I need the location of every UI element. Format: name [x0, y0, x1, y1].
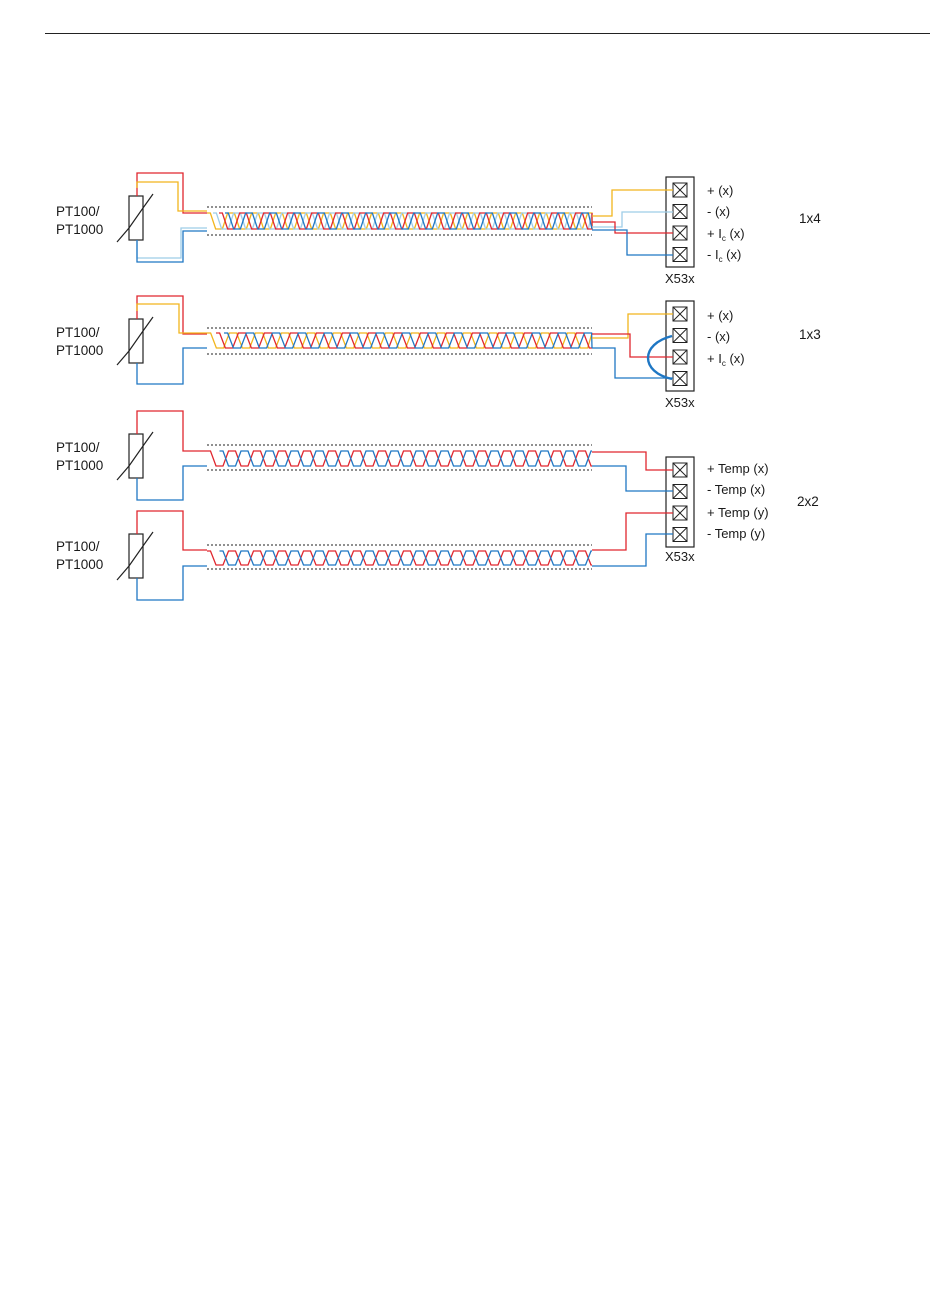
sensor-label-3b: PT100/ PT1000 — [56, 538, 103, 574]
pair-2-red — [216, 333, 592, 348]
sensor-label-3a-line2: PT1000 — [56, 457, 103, 475]
wire-3b-blue-sensor — [137, 566, 207, 600]
terminal-label-1-3: + Ic (x) — [707, 226, 745, 247]
wire-1-red-sensor — [137, 173, 207, 213]
wiring-diagram — [0, 0, 950, 700]
terminal-label-3-2: - Temp (x) — [707, 482, 765, 498]
terminal-label-3-3: + Temp (y) — [707, 505, 769, 521]
wire-3b-red-sensor — [137, 511, 207, 550]
wire-1-blue-term — [592, 230, 673, 255]
wire-1-lightblue-term — [592, 212, 673, 227]
terminal-label-1-2: - (x) — [707, 204, 730, 225]
terminal-block-label-2: X53x — [665, 395, 695, 410]
wire-1-lightblue-sensor — [137, 228, 207, 258]
terminal-block-label-3: X53x — [665, 549, 695, 564]
terminal-label-2-1: + (x) — [707, 308, 733, 329]
terminal-block-label-1: X53x — [665, 271, 695, 286]
terminal-label-3-4: - Temp (y) — [707, 526, 765, 542]
wire-2-yellow-sensor — [137, 304, 207, 333]
terminal-label-3-1: + Temp (x) — [707, 461, 769, 477]
sensor-label-2-line2: PT1000 — [56, 342, 103, 360]
sensor-label-1-line2: PT1000 — [56, 221, 103, 239]
wire-3a-red-term — [592, 452, 673, 470]
terminal-label-1-4: - Ic (x) — [707, 247, 741, 268]
wire-2-blue-sensor — [137, 348, 207, 384]
sensor-label-1-line1: PT100/ — [56, 203, 103, 221]
wire-3b-red-term — [592, 513, 673, 550]
sensor-label-3b-line1: PT100/ — [56, 538, 103, 556]
config-label-1x3: 1x3 — [799, 327, 821, 342]
config-label-1x4: 1x4 — [799, 211, 821, 226]
sensor-label-2-line1: PT100/ — [56, 324, 103, 342]
wire-3a-red-sensor — [137, 411, 207, 451]
wire-1-yellow-sensor — [137, 182, 207, 211]
terminal-label-2-3: + Ic (x) — [707, 351, 745, 372]
sensor-label-2: PT100/ PT1000 — [56, 324, 103, 360]
config-label-2x2: 2x2 — [797, 494, 819, 509]
sensor-label-1: PT100/ PT1000 — [56, 203, 103, 239]
sensor-label-3a: PT100/ PT1000 — [56, 439, 103, 475]
wire-2-blue-term — [592, 348, 673, 378]
sensor-label-3b-line2: PT1000 — [56, 556, 103, 574]
terminal-label-2-2: - (x) — [707, 329, 730, 350]
wire-3a-blue-sensor — [137, 466, 207, 500]
wire-2-red-sensor — [137, 296, 207, 334]
terminal-label-1-1: + (x) — [707, 183, 733, 204]
sensor-label-3a-line1: PT100/ — [56, 439, 103, 457]
